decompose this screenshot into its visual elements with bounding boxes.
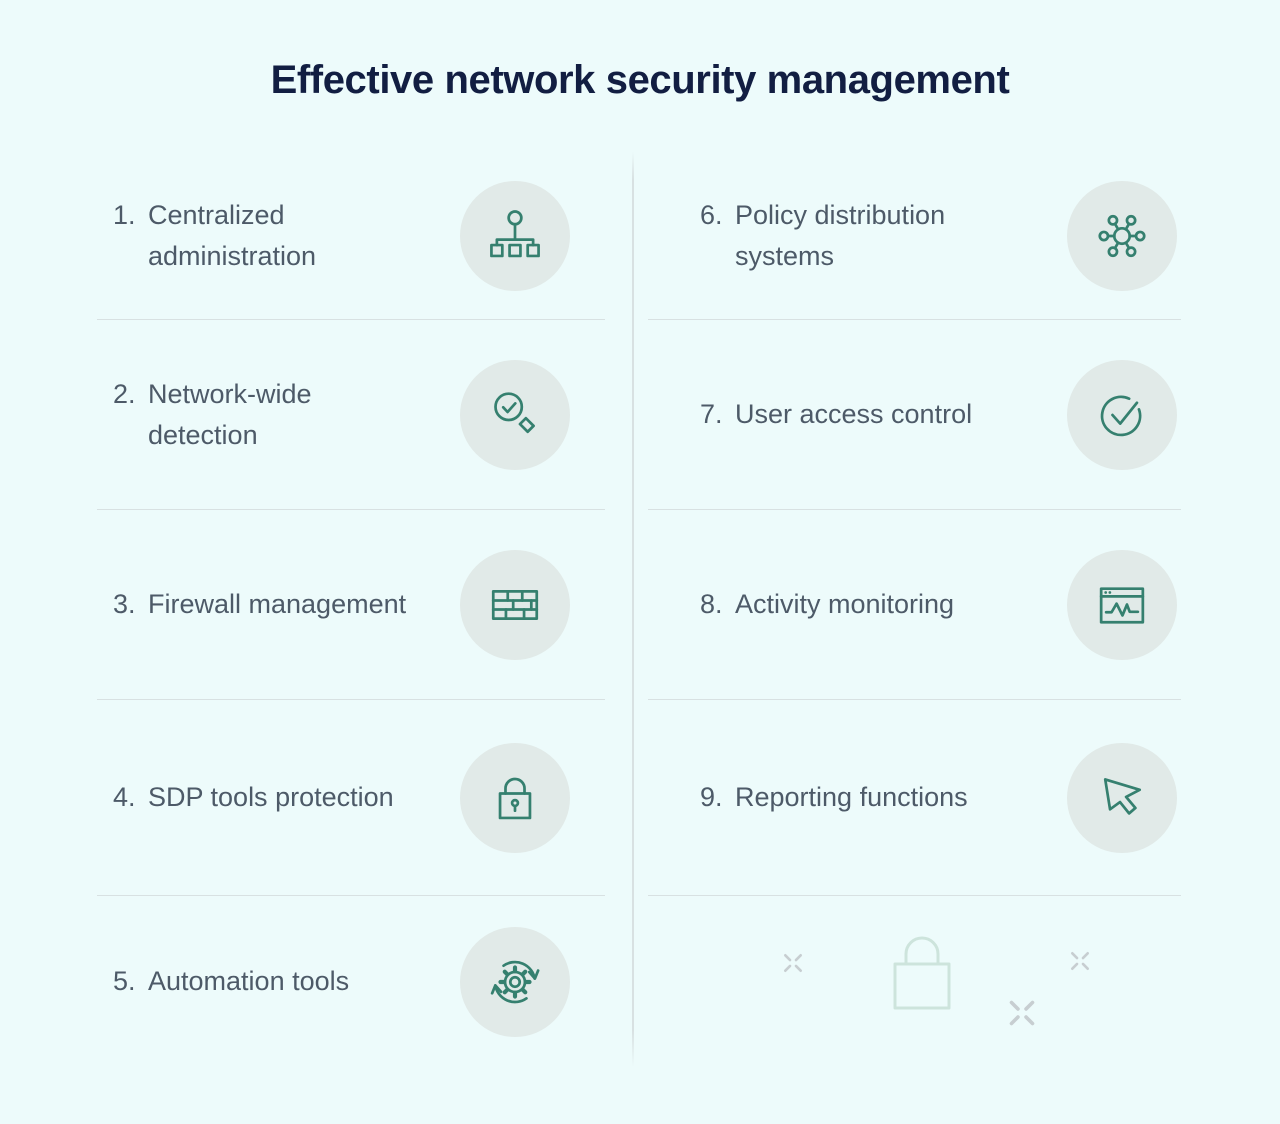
decor-cell	[648, 895, 1181, 1067]
icon-circle	[460, 549, 570, 660]
item-policy-distribution-systems: 6. Policy distribution systems	[648, 152, 1181, 319]
item-number: 3.	[113, 589, 136, 619]
items-grid: 1. Centralized administration	[0, 152, 1280, 1067]
icon-circle	[1067, 549, 1177, 660]
item-text: 1. Centralized administration	[113, 195, 316, 277]
right-column: 6. Policy distribution systems	[648, 152, 1181, 1067]
item-label: Policy distribution systems	[735, 199, 946, 271]
sparkle-icon	[783, 953, 803, 973]
item-network-wide-detection: 2. Network-wide detection	[97, 319, 605, 509]
item-label: Firewall management	[148, 589, 407, 619]
item-number: 5.	[113, 966, 136, 996]
item-number: 6.	[700, 199, 723, 230]
item-sdp-tools-protection: 4. SDP tools protection	[97, 699, 605, 895]
item-text: 8. Activity monitoring	[700, 584, 954, 625]
sparkle-icon	[1009, 1000, 1035, 1026]
sparkle-icon	[1070, 951, 1090, 971]
item-text: 7. User access control	[700, 394, 972, 435]
gear-sync-icon	[490, 960, 540, 1003]
magnifier-check-icon	[494, 391, 535, 433]
hierarchy-icon	[490, 209, 540, 257]
item-number: 8.	[700, 589, 723, 619]
item-text: 9. Reporting functions	[700, 777, 968, 818]
brick-wall-icon	[491, 589, 539, 620]
activity-monitor-icon	[1099, 586, 1145, 624]
item-text: 5. Automation tools	[113, 961, 349, 1002]
item-label: SDP tools protection	[148, 782, 394, 812]
padlock-icon	[498, 777, 532, 819]
icon-circle	[1067, 180, 1177, 291]
vertical-divider	[632, 152, 634, 1067]
icon-circle	[460, 742, 570, 853]
item-text: 2. Network-wide detection	[113, 374, 312, 456]
item-automation-tools: 5. Automation tools	[97, 895, 605, 1067]
check-circle-icon	[1100, 395, 1142, 436]
item-user-access-control: 7. User access control	[648, 319, 1181, 509]
left-column: 1. Centralized administration	[97, 152, 605, 1067]
item-text: 4. SDP tools protection	[113, 777, 394, 818]
column-gap	[605, 152, 648, 1067]
item-number: 2.	[113, 378, 136, 409]
item-firewall-management: 3. Firewall management	[97, 509, 605, 699]
icon-circle	[460, 180, 570, 291]
item-label: User access control	[735, 399, 973, 429]
icon-circle	[1067, 742, 1177, 853]
item-text: 6. Policy distribution systems	[700, 195, 945, 277]
icon-circle	[460, 359, 570, 470]
cursor-icon	[1103, 777, 1142, 815]
faded-lock-icon	[893, 936, 951, 1010]
item-label: Centralized administration	[148, 199, 317, 271]
item-number: 9.	[700, 782, 723, 812]
item-label: Activity monitoring	[735, 589, 955, 619]
icon-circle	[1067, 359, 1177, 470]
item-number: 4.	[113, 782, 136, 812]
page-title: Effective network security management	[270, 58, 1010, 102]
item-label: Network-wide detection	[148, 378, 312, 450]
item-reporting-functions: 9. Reporting functions	[648, 699, 1181, 895]
network-hub-icon	[1098, 214, 1146, 257]
item-label: Reporting functions	[735, 782, 968, 812]
item-label: Automation tools	[148, 966, 350, 996]
item-text: 3. Firewall management	[113, 584, 406, 625]
item-activity-monitoring: 8. Activity monitoring	[648, 509, 1181, 699]
item-number: 7.	[700, 399, 723, 429]
item-centralized-administration: 1. Centralized administration	[97, 152, 605, 319]
icon-circle	[460, 926, 570, 1037]
item-number: 1.	[113, 199, 136, 230]
